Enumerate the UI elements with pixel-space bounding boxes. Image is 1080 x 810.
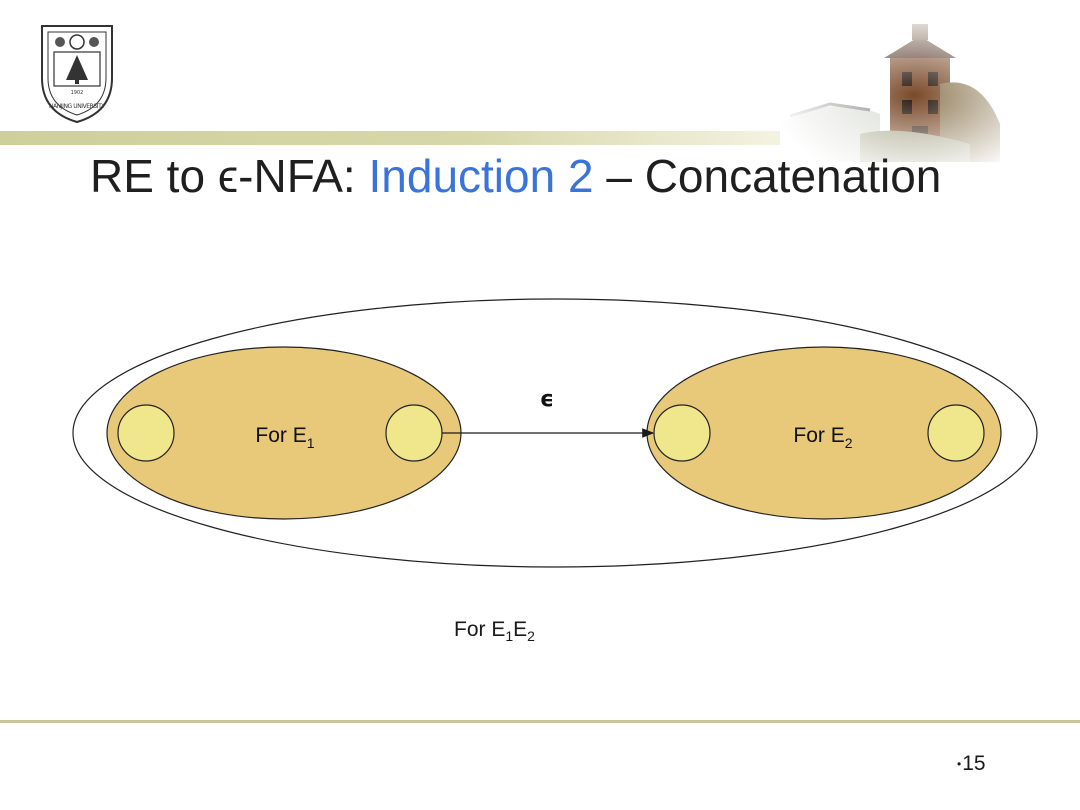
caption-text-b: E [513, 618, 528, 641]
university-tower-photo-icon [770, 14, 1010, 162]
diagram-caption: For E1E2 [454, 617, 535, 649]
caption-sub-b: 2 [527, 628, 535, 645]
nanjing-university-seal-icon: 1902 NANJING UNIVERSITY [41, 25, 113, 124]
caption-sub-a: 1 [505, 628, 514, 645]
caption-text-a: For E [454, 618, 506, 641]
header-rule [0, 131, 780, 145]
left-automaton-label-text: For E [255, 424, 306, 447]
title-prefix: RE to ϵ-NFA: [90, 150, 369, 202]
footer-rule [0, 720, 1080, 723]
logo-text: NANJING UNIVERSITY [49, 103, 105, 110]
epsilon-transition-label: ϵ [540, 387, 554, 412]
left-start-state [117, 404, 175, 462]
right-automaton-label: For E2 [793, 424, 852, 451]
left-automaton-label-sub: 1 [307, 435, 315, 451]
left-final-state [385, 404, 443, 462]
e-nfa-concatenation-diagram: ϵ For E1 For E2 [72, 298, 1038, 568]
title-highlight: Induction 2 [368, 150, 594, 202]
title-suffix: – Concatenation [593, 150, 942, 202]
logo-year: 1902 [71, 90, 84, 96]
right-automaton-label-text: For E [793, 424, 844, 447]
right-final-state [927, 404, 985, 462]
left-automaton-label: For E1 [255, 424, 314, 451]
page-number-value: 15 [962, 752, 986, 775]
right-start-state [653, 404, 711, 462]
page-number: •15 [957, 752, 986, 776]
right-automaton-label-sub: 2 [845, 435, 853, 451]
slide-title: RE to ϵ-NFA: Induction 2 – Concatenation [90, 146, 1040, 206]
page-bullet: • [957, 757, 962, 772]
